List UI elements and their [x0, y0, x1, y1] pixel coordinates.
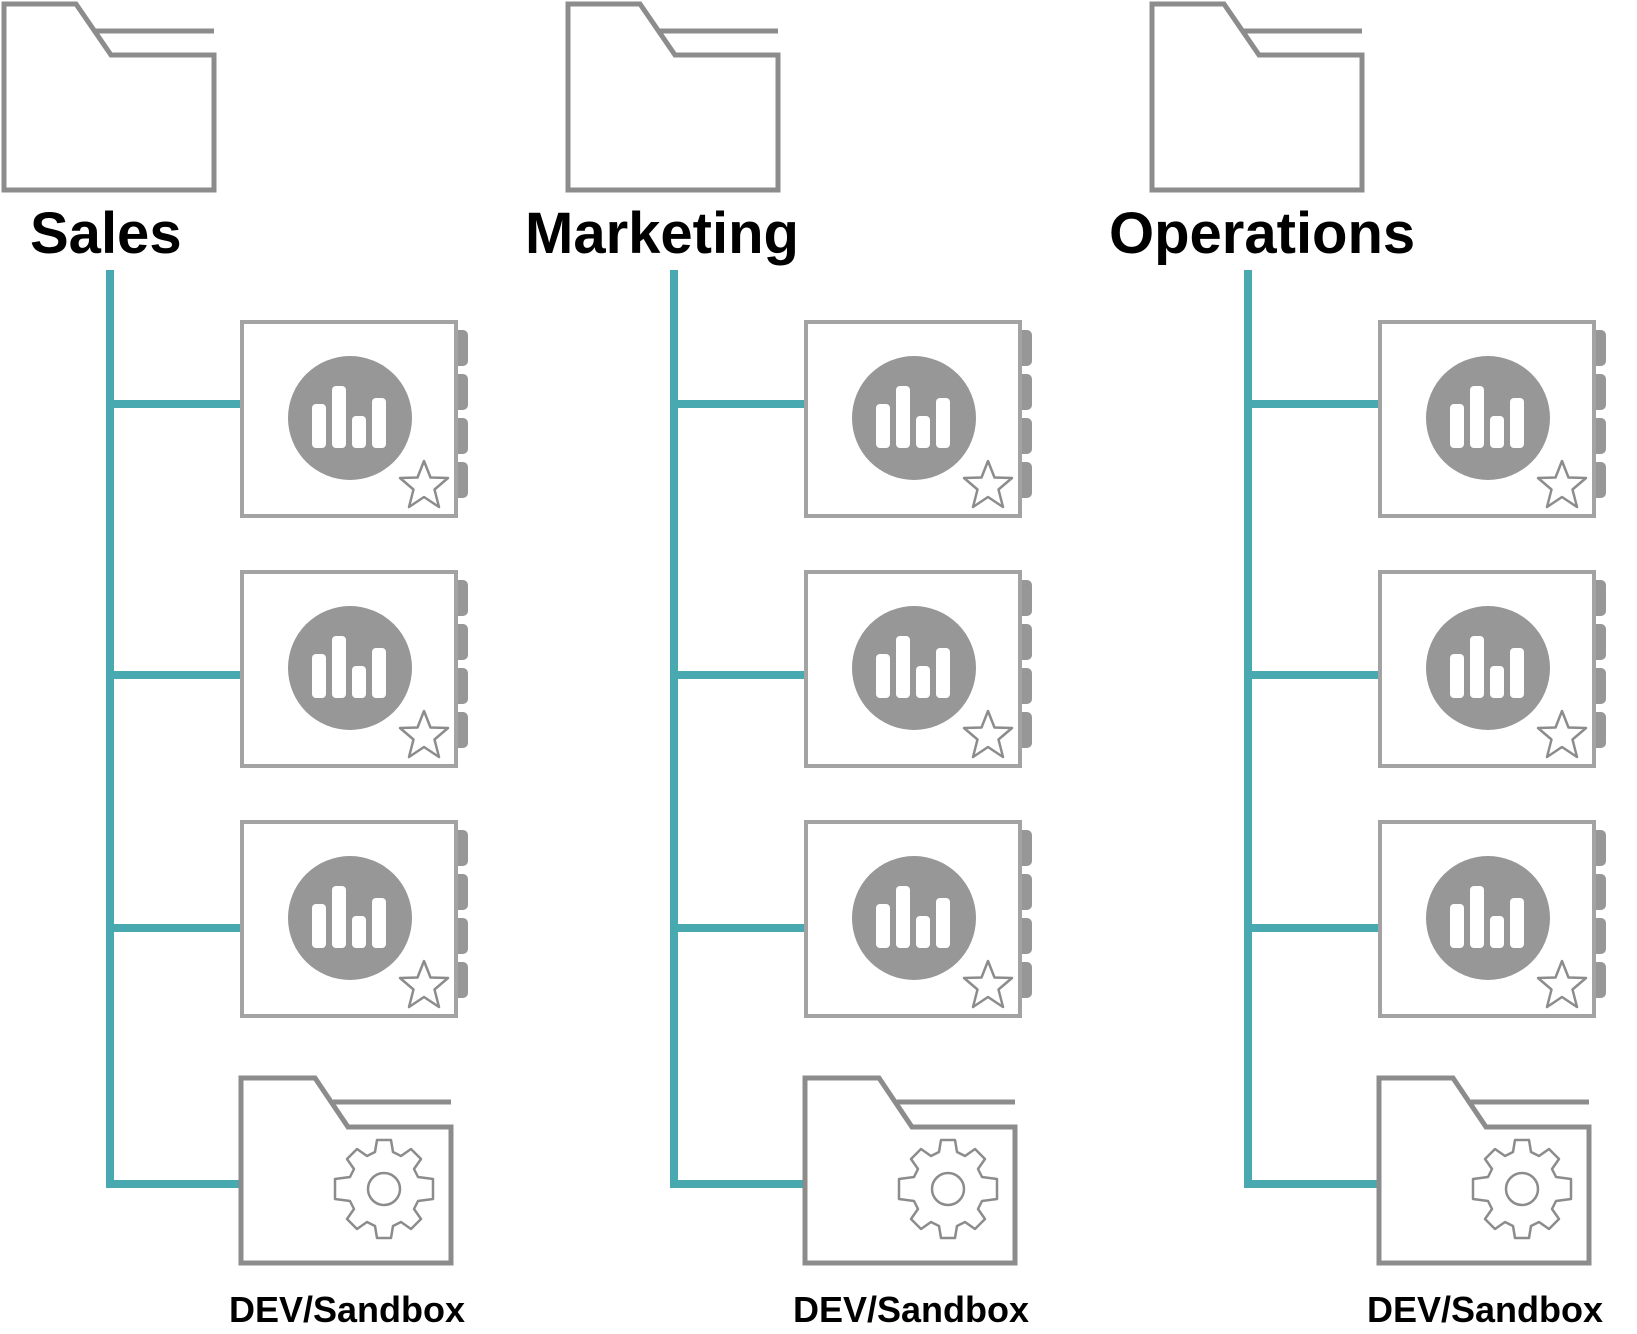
subfolder-label: DEV/Sandbox [1367, 1289, 1603, 1330]
settings-folder-icon [805, 1078, 1015, 1263]
dashboard-card[interactable] [240, 820, 470, 1018]
dashboard-card[interactable] [804, 320, 1034, 518]
dashboard-card[interactable] [804, 820, 1034, 1018]
folder-icon[interactable] [568, 4, 778, 190]
dashboard-card[interactable] [804, 570, 1034, 768]
subfolder-label: DEV/Sandbox [229, 1289, 465, 1330]
dashboard-card[interactable] [240, 570, 470, 768]
department-label: Sales [30, 201, 182, 266]
subfolder-label: DEV/Sandbox [793, 1289, 1029, 1330]
tree-connector [670, 270, 804, 1188]
dashboard-card[interactable] [1378, 820, 1608, 1018]
tree-connector [1244, 270, 1378, 1188]
settings-folder[interactable] [1379, 1078, 1589, 1263]
department-label: Operations [1109, 201, 1415, 266]
dashboard-card[interactable] [240, 320, 470, 518]
gear-icon [897, 1138, 999, 1240]
department-label: Marketing [525, 201, 799, 266]
gear-icon [1471, 1138, 1573, 1240]
settings-folder[interactable] [805, 1078, 1015, 1263]
department-column-marketing: Marketing DEV/Sandbox [525, 4, 1034, 1330]
settings-folder-icon [1379, 1078, 1589, 1263]
tree-connector [106, 270, 240, 1188]
gear-icon [333, 1138, 435, 1240]
settings-folder-icon [241, 1078, 451, 1263]
dashboard-card[interactable] [1378, 320, 1608, 518]
department-column-operations: Operations DEV/Sandbox [1109, 4, 1608, 1330]
folder-icon[interactable] [1152, 4, 1362, 190]
dashboard-card[interactable] [1378, 570, 1608, 768]
folder-icon[interactable] [4, 4, 214, 190]
settings-folder[interactable] [241, 1078, 451, 1263]
department-column-sales: Sales DEV/Sandbox [4, 4, 470, 1330]
